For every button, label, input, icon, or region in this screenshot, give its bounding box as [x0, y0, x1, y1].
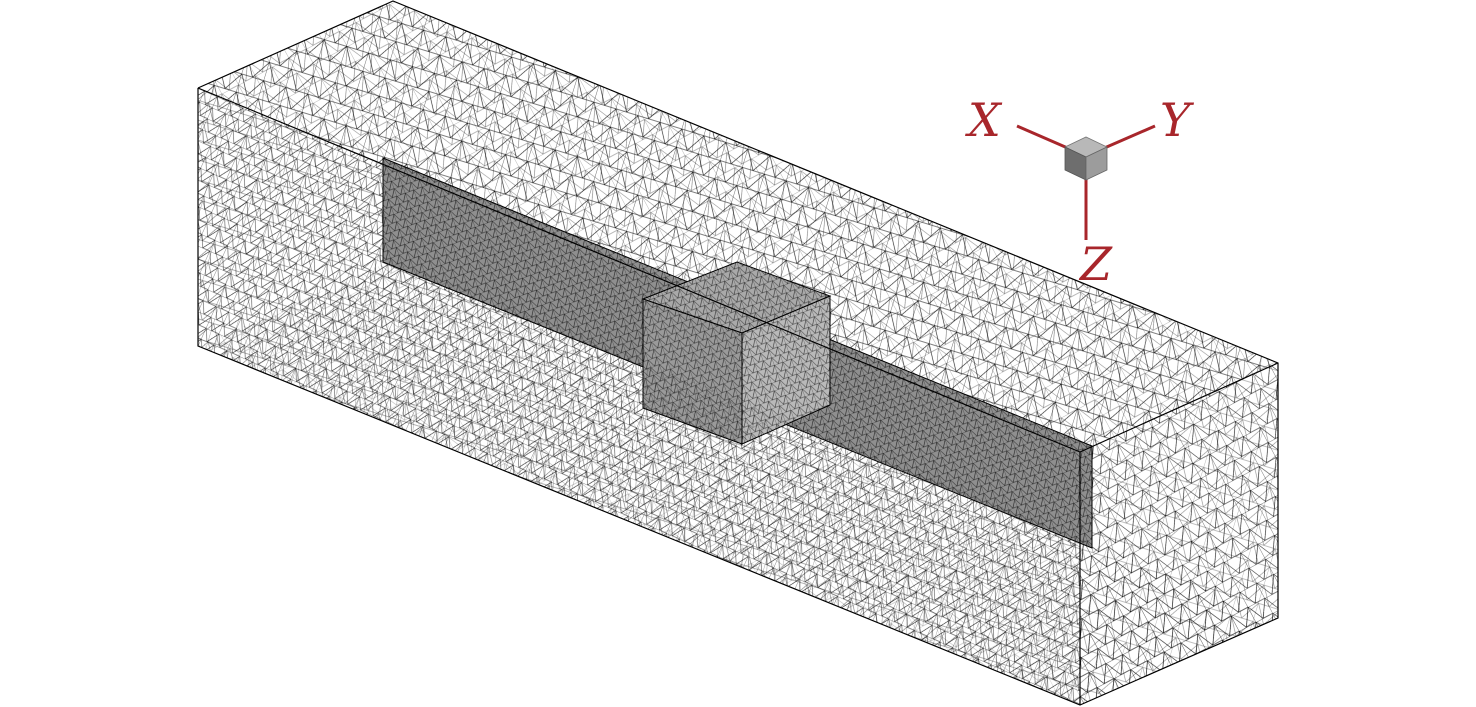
domain-back-wall: [198, 1, 1278, 452]
z-axis-label: Z: [1078, 237, 1113, 291]
orientation-cube-icon: [1064, 136, 1108, 181]
x-axis-label: X: [965, 93, 1003, 147]
domain-floor: [198, 260, 1278, 705]
axis-triad: X Y Z: [965, 93, 1195, 291]
y-axis-label: Y: [1160, 93, 1195, 147]
domain-edges: [197, 0, 1279, 706]
